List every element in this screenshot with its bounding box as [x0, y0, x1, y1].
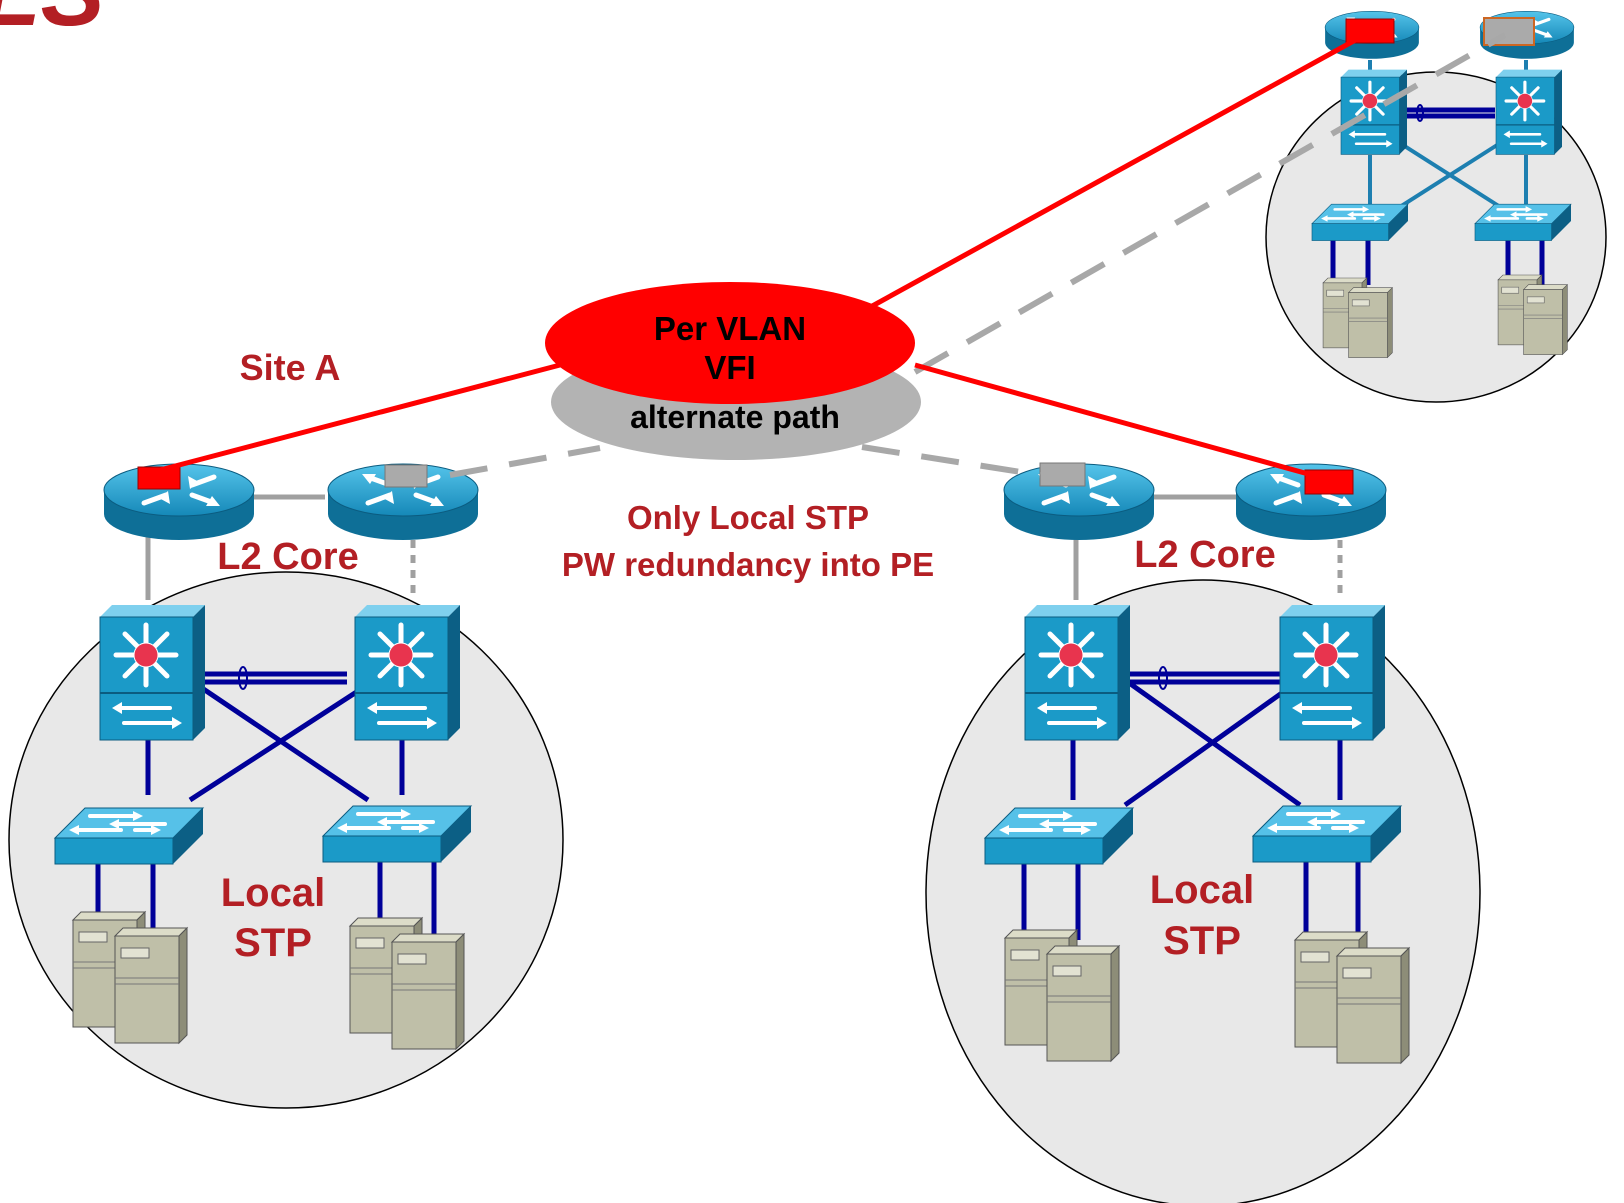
active-pw-port: [137, 466, 181, 490]
server-pair: [73, 912, 187, 1043]
vfi-label-line1: Per VLAN: [654, 310, 806, 347]
vfi-cloud: [545, 282, 915, 404]
port-channel-icon: [1416, 104, 1424, 122]
primary-pw-site-b: [914, 362, 1331, 483]
server-pair: [350, 918, 464, 1049]
site-a-label: Site A: [240, 347, 341, 388]
site-b: [925, 462, 1481, 1203]
l3-switch[interactable]: [1494, 67, 1564, 157]
alternate-pseudowires: [449, 32, 1507, 478]
l3-switch[interactable]: [1025, 605, 1130, 740]
local-label-right: Local: [1150, 868, 1254, 912]
l3-switch[interactable]: [1339, 67, 1409, 157]
access-switch[interactable]: [321, 804, 473, 864]
l3-switch[interactable]: [100, 605, 205, 740]
site-a-links: [95, 671, 437, 935]
stp-label-right: STP: [1163, 919, 1241, 963]
access-switch[interactable]: [1251, 804, 1403, 864]
access-switch[interactable]: [1473, 202, 1573, 242]
primary-pseudowires: [159, 29, 1372, 483]
vfi-label-line2: VFI: [704, 349, 755, 386]
alternate-path-label: alternate path: [630, 399, 840, 435]
l2-core-label-left: L2 Core: [217, 536, 358, 578]
site-c-links: [1368, 60, 1528, 212]
primary-pw-site-a: [159, 362, 561, 473]
site-b-links: [1021, 671, 1361, 940]
alternate-pw-site-b: [861, 444, 1041, 478]
access-switch[interactable]: [53, 806, 205, 866]
server-pair: [1295, 932, 1409, 1063]
server-pair: [1498, 275, 1567, 355]
standby-pw-port: [384, 464, 428, 488]
stp-label-left: STP: [234, 921, 312, 965]
note-line2: PW redundancy into PE: [562, 546, 934, 583]
alternate-pw-site-c: [913, 32, 1507, 375]
standby-pw-port: [1039, 462, 1086, 487]
l2-core-label-right: L2 Core: [1134, 534, 1275, 576]
l3-switch[interactable]: [1280, 605, 1385, 740]
port-channel-icon: [1158, 666, 1168, 690]
access-switch[interactable]: [1310, 202, 1410, 242]
l3-switch[interactable]: [355, 605, 460, 740]
server-pair: [1323, 278, 1392, 358]
header-fragment: LS: [0, 0, 105, 46]
site-a: [8, 464, 564, 1109]
note-line1: Only Local STP: [627, 499, 869, 536]
port-channel-icon: [238, 666, 248, 690]
alternate-pw-site-a: [449, 445, 601, 478]
primary-pw-site-c: [863, 29, 1372, 313]
server-pair: [1005, 930, 1119, 1061]
local-label-left: Local: [221, 871, 325, 915]
access-switch[interactable]: [983, 806, 1135, 866]
site-c: [1265, 9, 1607, 403]
